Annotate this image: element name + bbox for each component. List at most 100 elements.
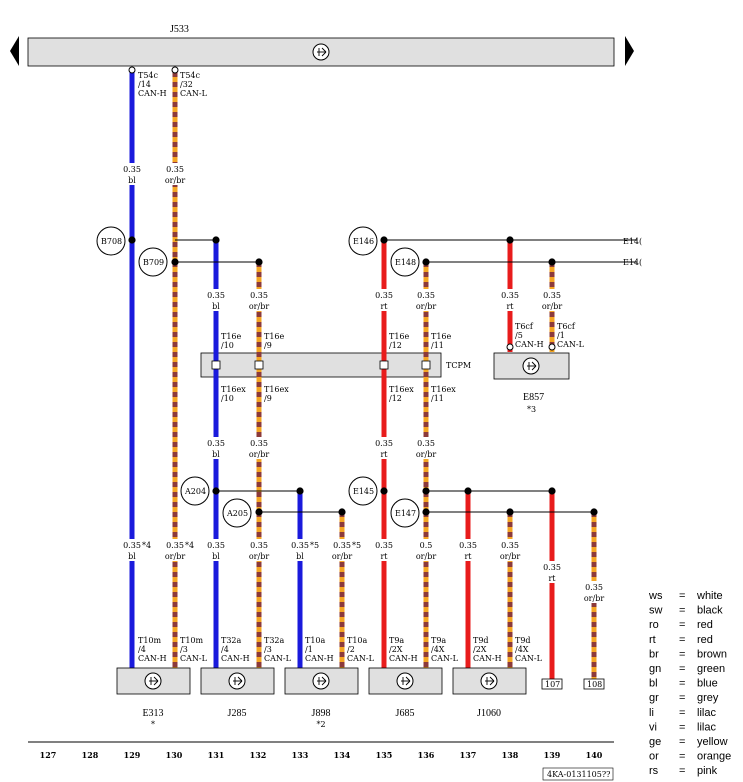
legend-eq: = [679, 751, 685, 763]
pin-label: T9d [473, 636, 489, 645]
grid-number: 140 [586, 750, 603, 760]
wire-color: or/br [500, 552, 520, 561]
pin-label: T16ex [264, 385, 289, 394]
splice-e148 [390, 247, 420, 277]
wire-label-bg [166, 539, 184, 561]
wire-color: or/br [416, 552, 436, 561]
wire-color: bl [212, 302, 220, 311]
splice-e145 [348, 476, 378, 506]
legend-abbr: bl [649, 678, 658, 690]
wire-size: 0.35 [123, 541, 141, 550]
wire-note: *5 [352, 541, 361, 550]
pin-label: T10a [347, 636, 368, 645]
wire-size: 0.35 [333, 541, 351, 550]
wire-size: 0.35 [166, 541, 184, 550]
wire-size: 0.35 [207, 291, 225, 300]
splice-b708 [96, 226, 126, 256]
splice-b709 [138, 247, 168, 277]
ref-box [541, 678, 563, 690]
splice-label: E147 [395, 509, 416, 518]
junction-dot [422, 508, 430, 516]
splice-label: E146 [353, 237, 374, 246]
pin-label: T9d [515, 636, 531, 645]
pin-label: CAN-H [473, 654, 502, 663]
pin-label: T16ex [221, 385, 246, 394]
legend-name: white [696, 590, 723, 602]
legend-eq: = [679, 678, 685, 690]
pin-label: CAN-H [305, 654, 334, 663]
wire-label-bg [543, 561, 561, 583]
pin-label: CAN-H [138, 654, 167, 663]
pin-terminal [171, 66, 179, 74]
wire-color: or/br [249, 450, 269, 459]
legend-abbr: gr [649, 692, 659, 704]
pin-label: T16e [264, 332, 285, 341]
grid-number: 135 [376, 750, 393, 760]
wire-size: 0.35 [417, 291, 435, 300]
module-j285[interactable] [200, 667, 275, 695]
legend-name: green [697, 663, 725, 675]
wire-label-bg [166, 163, 184, 185]
pin-label: /4X [431, 645, 445, 654]
junction-dot [128, 236, 136, 244]
pin-label: T9a [431, 636, 446, 645]
junction-dot [338, 508, 346, 516]
e857-note: *3 [527, 405, 536, 414]
legend-abbr: rs [649, 765, 659, 777]
wire-size: 0.35 [291, 541, 309, 550]
legend-eq: = [679, 648, 685, 660]
wire-color: bl [212, 552, 220, 561]
wire-label-bg [375, 289, 393, 311]
grid-number: 129 [124, 750, 141, 760]
grid-number: 139 [544, 750, 561, 760]
wire-size: 0.35 [585, 583, 603, 592]
wire-size: 0.35 [375, 541, 393, 550]
legend-name: red [697, 619, 713, 631]
wire-label-bg [291, 539, 309, 561]
legend-name: orange [697, 751, 731, 763]
pin-label: /2 [347, 645, 355, 654]
splice-label: B709 [143, 258, 164, 267]
wire-color: or/br [416, 450, 436, 459]
pin-label: T54c [138, 71, 159, 80]
wire-label-bg [585, 581, 603, 603]
pin-terminal [548, 343, 556, 351]
grid-number: 130 [166, 750, 183, 760]
doc-code-box: 4KA-0131105?? [542, 767, 614, 781]
wire-color: rt [380, 450, 388, 459]
pin-label: /11 [431, 394, 444, 403]
junction-dot [380, 487, 388, 495]
pin-label: T6cf [557, 322, 576, 331]
wire-color: bl [296, 552, 304, 561]
control-unit-icon [144, 672, 162, 690]
wire-color: rt [506, 302, 514, 311]
pin-label: /12 [389, 341, 402, 350]
pin-label: CAN-L [431, 654, 459, 663]
wire-size: 0.35 [250, 439, 268, 448]
splice-label: A205 [226, 509, 248, 518]
wire-label-bg [123, 539, 141, 561]
pin-terminal [128, 66, 136, 74]
grid-number: 127 [40, 750, 57, 760]
pin-label: T16e [221, 332, 242, 341]
control-unit-icon [312, 43, 330, 61]
pin-label: /12 [389, 394, 402, 403]
wire-color: bl [128, 552, 136, 561]
j533-module[interactable]: J533 [10, 24, 634, 67]
tcpm-module[interactable]: TCPM [200, 352, 471, 378]
wire-color: rt [548, 574, 556, 583]
wire-label-bg [123, 163, 141, 185]
legend-name: pink [697, 765, 718, 777]
module-label: J898 [312, 708, 331, 719]
wire-note: *5 [310, 541, 319, 550]
pin-label: /9 [264, 341, 272, 350]
e857-module[interactable]: E857 *3 [493, 352, 570, 414]
module-j1060[interactable] [452, 667, 527, 695]
module-note: * [151, 720, 155, 729]
junction-dot [422, 258, 430, 266]
legend-abbr: vi [649, 721, 657, 733]
wire-size: 0.35 [459, 541, 477, 550]
wire-size: 0.35 [250, 291, 268, 300]
module-note: *2 [316, 720, 325, 729]
splice-label: B708 [101, 237, 122, 246]
